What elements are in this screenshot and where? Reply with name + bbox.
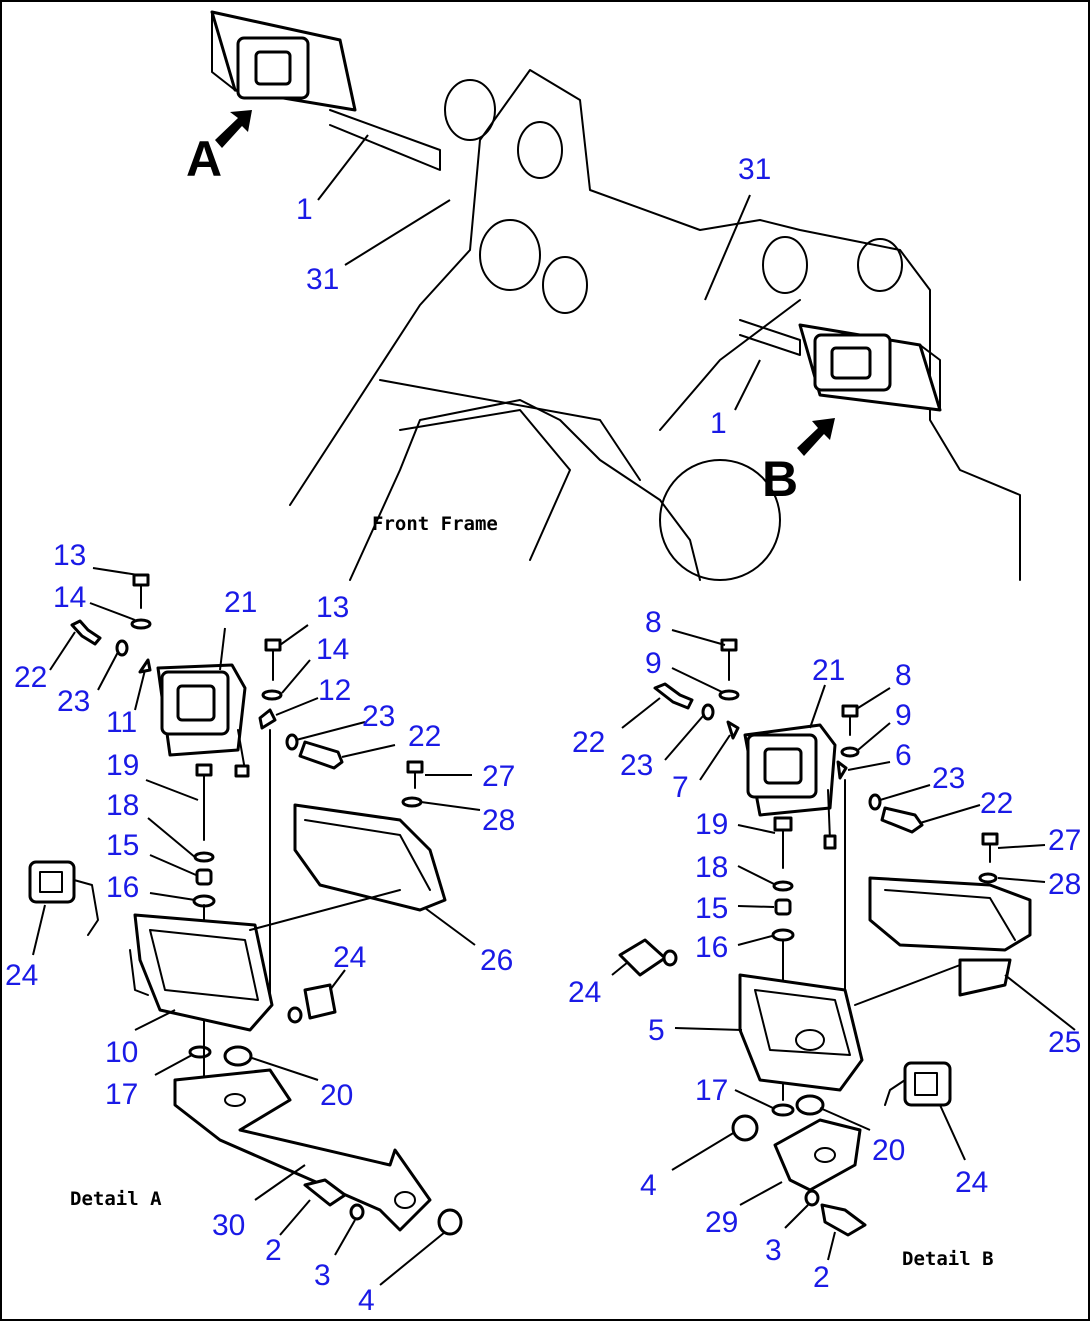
callout-a-17: 17 [105,1078,138,1111]
callout-b-24b: 24 [955,1166,988,1199]
axle-bore [659,459,781,581]
callout-overview-31b: 31 [738,153,771,186]
callout-a-3: 3 [314,1259,331,1292]
boss-1 [444,79,496,141]
callout-a-20: 20 [320,1079,353,1112]
callout-a-28: 28 [482,804,515,837]
guard-a [129,913,274,1032]
callout-a-27: 27 [482,760,515,793]
callout-b-5: 5 [648,1014,665,1047]
callout-a-18: 18 [106,789,139,822]
callout-b-22: 22 [572,726,605,759]
callout-a-13: 13 [53,539,86,572]
callout-b-9: 9 [645,647,662,680]
callout-b-22b: 22 [980,787,1013,820]
connector-a [28,860,337,1024]
callout-a-16: 16 [106,871,139,904]
view-a-arrow [215,110,252,148]
callout-a-30: 30 [212,1209,245,1242]
callout-b-15: 15 [695,892,728,925]
frame-edge [379,379,641,481]
boss-2 [517,121,563,179]
boss-3 [479,219,541,291]
callout-b-8b: 8 [895,659,912,692]
detail-b: Detail B 8 9 21 8 22 9 23 [568,606,1081,1294]
frame-opening [399,409,571,561]
cover-b [854,876,1032,1006]
callout-b-23: 23 [620,749,653,782]
callout-b-8: 8 [645,606,662,639]
callout-b-20: 20 [872,1134,905,1167]
callout-overview-1: 1 [296,193,313,226]
boss-4 [542,256,588,314]
callout-a-23: 23 [57,685,90,718]
callout-b-9b: 9 [895,699,912,732]
callout-b-25: 25 [1048,1026,1081,1059]
front-frame-overview: A B Front Frame 1 31 31 1 [186,10,1021,581]
callout-b-27: 27 [1048,824,1081,857]
callout-a-22: 22 [14,661,47,694]
lamp-left [210,10,441,171]
callout-a-14: 14 [53,581,86,614]
boss-6 [857,238,903,292]
callout-a-14b: 14 [316,633,349,666]
bolts-a [70,573,424,1081]
callout-b-6: 6 [895,739,912,772]
callout-a-11: 11 [106,706,137,739]
view-b-arrow [797,418,835,456]
lamp-right [739,319,942,412]
lamp-b [743,723,837,850]
callout-a-19: 19 [106,749,139,782]
view-a-letter: A [186,131,222,187]
frame-edge-right [659,299,801,431]
bracket-b [773,1118,867,1237]
cover-a [249,803,447,931]
callout-a-21: 21 [224,586,257,619]
callout-a-22b: 22 [408,720,441,753]
callout-a-24b: 24 [333,941,366,974]
callout-a-26: 26 [480,944,513,977]
callout-a-24: 24 [5,959,38,992]
callout-a-4: 4 [358,1284,375,1317]
detail-a: Detail A 13 14 22 23 21 13 [5,539,515,1317]
frame-outline-top [289,69,1021,581]
guard-b [738,973,864,1092]
callout-b-4: 4 [640,1169,657,1202]
callout-a-15: 15 [106,829,139,862]
callout-b-17: 17 [695,1074,728,1107]
callout-b-28: 28 [1048,868,1081,901]
callout-b-19: 19 [695,808,728,841]
callout-b-16: 16 [695,931,728,964]
connector-b [618,938,952,1107]
callout-b-2: 2 [813,1261,830,1294]
callout-b-18: 18 [695,851,728,884]
callout-overview-31: 31 [306,263,339,296]
caption-detail-a: Detail A [70,1188,162,1210]
callout-b-23b: 23 [932,762,965,795]
callout-b-7: 7 [672,771,689,804]
callout-a-13b: 13 [316,591,349,624]
callout-b-3: 3 [765,1234,782,1267]
caption-front-frame: Front Frame [372,513,498,535]
callout-overview-1b: 1 [710,407,727,440]
callout-a-2: 2 [265,1234,282,1267]
bolts-b [653,638,999,1142]
callout-b-21: 21 [812,654,845,687]
frame-outline-window [349,399,701,581]
caption-detail-b: Detail B [902,1248,994,1270]
callout-b-29: 29 [705,1206,738,1239]
callout-a-12: 12 [318,674,351,707]
lamp-a [156,663,250,778]
boss-5 [762,236,808,294]
callout-a-23b: 23 [362,700,395,733]
bracket-a [173,1068,463,1236]
callout-a-10: 10 [105,1036,138,1069]
view-b-letter: B [762,451,798,507]
callout-b-24: 24 [568,976,601,1009]
